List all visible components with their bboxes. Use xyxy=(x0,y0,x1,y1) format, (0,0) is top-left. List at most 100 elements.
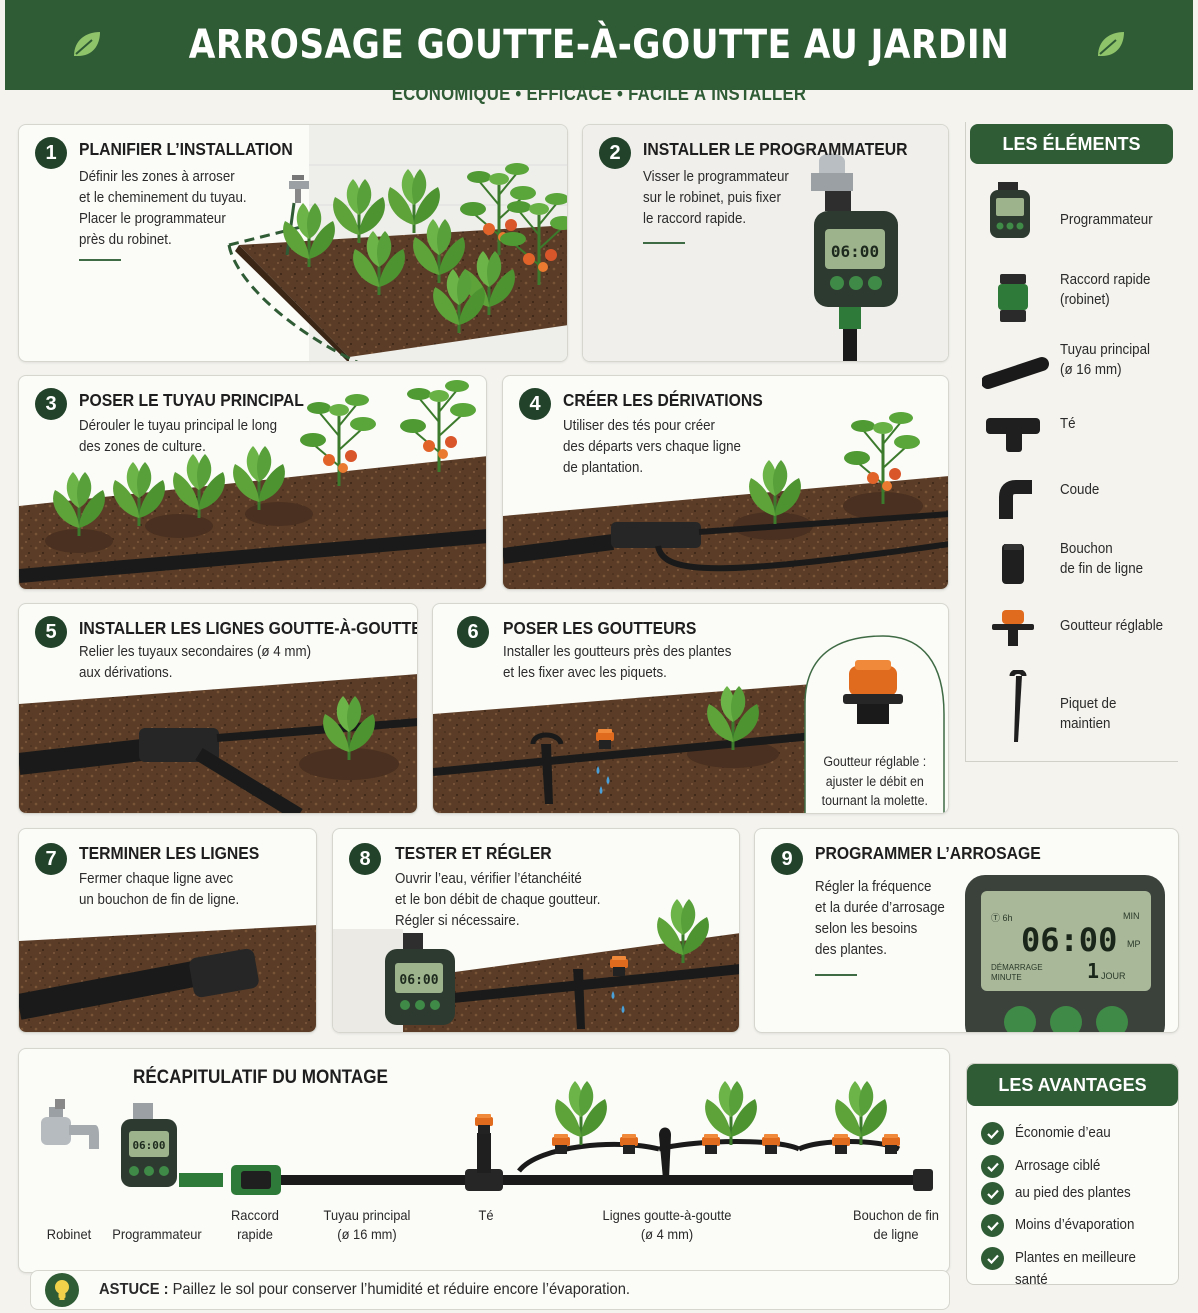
advantage-text: au pied des plantes xyxy=(1015,1185,1131,1201)
step-number-6: 6 xyxy=(457,616,489,648)
elements-title: LES ÉLÉMENTS xyxy=(970,124,1173,164)
timer-indicator-left: Ⓣ 6h xyxy=(991,913,1013,923)
step-title-8: TESTER ET RÉGLER xyxy=(395,843,552,863)
step-title-7: TERMINER LES LIGNES xyxy=(79,843,260,863)
divider xyxy=(815,974,857,976)
recap-panel: RÉCAPITULATIF DU MONTAGE 06:00 xyxy=(18,1048,950,1273)
step-desc-1: Définir les zones à arroser et le chemin… xyxy=(79,169,247,248)
dripper-closeup-icon xyxy=(843,660,903,724)
step-number-2: 2 xyxy=(599,137,631,169)
element-item-dripper xyxy=(966,608,1171,668)
advantage-item: Moins d’évaporation xyxy=(981,1214,1145,1238)
step-title-4: CRÉER LES DÉRIVATIONS xyxy=(563,390,763,410)
recap-label-lines: Lignes goutte-à-goutte (ø 4 mm) xyxy=(602,1207,732,1242)
timer-small-display: 06:00 xyxy=(831,242,879,261)
page-subtitle: ÉCONOMIQUE • EFFICACE • FACILE À INSTALL… xyxy=(391,84,807,105)
step-card-7: 7 TERMINER LES LIGNES Fermer chaque lign… xyxy=(18,828,317,1033)
tee-branch-illustration xyxy=(503,410,948,589)
dripper-icon xyxy=(992,610,1034,646)
element-item-tee xyxy=(966,412,1171,472)
elements-panel: LES ÉLÉMENTS Programmateur Raccord rapid… xyxy=(965,122,1178,762)
step-desc-8: Ouvrir l’eau, vérifier l’étanchéité et l… xyxy=(395,871,601,929)
step-desc-4: Utiliser des tés pour créer des départs … xyxy=(563,418,741,476)
tip-text: Paillez le sol pour conserver l’humidité… xyxy=(172,1281,630,1298)
tap-icon xyxy=(289,175,309,203)
quick-connector-icon xyxy=(998,274,1028,322)
element-label-stake: Piquet de maintien xyxy=(1060,696,1117,732)
garden-bed-illustration xyxy=(227,125,567,361)
tap-icon xyxy=(41,1099,99,1149)
step-desc-5: Relier les tuyaux secondaires (ø 4 mm) a… xyxy=(79,644,312,681)
advantages-title: LES AVANTAGES xyxy=(967,1064,1178,1106)
dripper-callout: Goutteur réglable : ajuster le débit en … xyxy=(821,754,928,808)
tee-icon xyxy=(465,1114,503,1191)
element-label-tee: Té xyxy=(1060,416,1076,432)
recap-title: RÉCAPITULATIF DU MONTAGE xyxy=(133,1067,388,1088)
timer-large-time: 06:00 xyxy=(1021,921,1118,959)
advantage-text: Moins d’évaporation xyxy=(1015,1217,1135,1233)
step-number-9: 9 xyxy=(771,843,803,875)
recap-label-cap: Bouchon de fin de ligne xyxy=(853,1207,939,1242)
end-cap-icon xyxy=(913,1169,933,1191)
tee-icon xyxy=(986,418,1040,452)
element-label-dripper: Goutteur réglable xyxy=(1060,618,1164,634)
check-icon xyxy=(981,1182,1004,1205)
programming-timer-illustration xyxy=(965,875,1165,1032)
check-icon xyxy=(981,1155,1004,1178)
page-title: ARROSAGE GOUTTE-À-GOUTTE AU JARDIN xyxy=(188,22,1010,68)
timer-icon xyxy=(990,182,1030,238)
timer-icon: 06:00 xyxy=(121,1103,177,1187)
end-cap-icon xyxy=(1002,544,1024,584)
timer-day-label: JOUR xyxy=(1101,971,1126,981)
recap-label-pipe: Tuyau principal (ø 16 mm) xyxy=(323,1207,411,1242)
main-pipe-illustration xyxy=(19,378,486,589)
end-cap-illustration xyxy=(19,925,316,1032)
element-item-quick-connector xyxy=(966,270,1171,330)
advantages-panel: LES AVANTAGES Économie d’eau Arrosage ci… xyxy=(966,1063,1179,1288)
element-label-quick-connector: Raccord rapide (robinet) xyxy=(1060,272,1151,308)
step-title-1: PLANIFIER L’INSTALLATION xyxy=(79,139,293,159)
element-item-stake xyxy=(966,670,1171,742)
divider xyxy=(643,242,685,244)
step-title-5: INSTALLER LES LIGNES GOUTTE-À-GOUTTE xyxy=(79,618,418,638)
timer-small-display-3: 06:00 xyxy=(132,1139,165,1152)
step-number-5: 5 xyxy=(35,616,67,648)
tip-bar: ASTUCE : Paillez le sol pour conserver l… xyxy=(30,1270,950,1310)
timer-indicator-right: MIN xyxy=(1123,911,1140,921)
recap-label-timer: Programmateur xyxy=(112,1226,202,1242)
header-banner: ARROSAGE GOUTTE-À-GOUTTE AU JARDIN xyxy=(5,0,1193,90)
timer-day-count: 1 xyxy=(1087,959,1100,983)
step-number-3: 3 xyxy=(35,388,67,420)
lightbulb-icon xyxy=(45,1273,79,1307)
recap-label-tee: Té xyxy=(478,1207,494,1223)
timer-large-lcd xyxy=(981,891,1151,991)
step-desc-6: Installer les goutteurs près des plantes… xyxy=(503,644,732,681)
quick-connector-icon xyxy=(231,1165,281,1195)
advantage-item: Économie d’eau xyxy=(981,1122,1119,1146)
step-card-5: 5 INSTALLER LES LIGNES GOUTTE-À-GOUTTE R… xyxy=(18,603,418,814)
step-desc-7: Fermer chaque ligne avec un bouchon de f… xyxy=(79,871,240,908)
advantage-item: Arrosage ciblé xyxy=(981,1155,1108,1179)
advantage-item: au pied des plantes xyxy=(981,1182,1141,1206)
recap-label-connector: Raccord rapide xyxy=(231,1207,279,1242)
step-card-9: Ⓣ 6h MIN 06:00 MP DÉMARRAGE MINUTE 1 JOU… xyxy=(754,828,1179,1033)
check-icon xyxy=(981,1122,1004,1145)
drip-lines-illustration xyxy=(19,674,417,813)
element-label-elbow: Coude xyxy=(1060,482,1100,498)
timer-small-display-2: 06:00 xyxy=(399,973,438,988)
element-item-timer xyxy=(966,182,1171,242)
check-icon xyxy=(981,1214,1004,1237)
element-label-end-cap: Bouchon de fin de ligne xyxy=(1060,541,1144,577)
step-number-8: 8 xyxy=(349,843,381,875)
timer-lcd xyxy=(825,229,885,269)
advantage-text: Arrosage ciblé xyxy=(1015,1158,1101,1174)
element-label-timer: Programmateur xyxy=(1060,212,1153,228)
divider xyxy=(79,259,121,261)
step-number-1: 1 xyxy=(35,137,67,169)
step-card-4: 4 CRÉER LES DÉRIVATIONS Utiliser des tés… xyxy=(502,375,949,590)
step-title-3: POSER LE TUYAU PRINCIPAL xyxy=(79,390,304,410)
element-item-elbow xyxy=(966,477,1171,537)
step-number-7: 7 xyxy=(35,843,67,875)
step-title-2: INSTALLER LE PROGRAMMATEUR xyxy=(643,139,908,159)
advantage-item: Plantes en meilleure santé xyxy=(981,1247,1178,1288)
